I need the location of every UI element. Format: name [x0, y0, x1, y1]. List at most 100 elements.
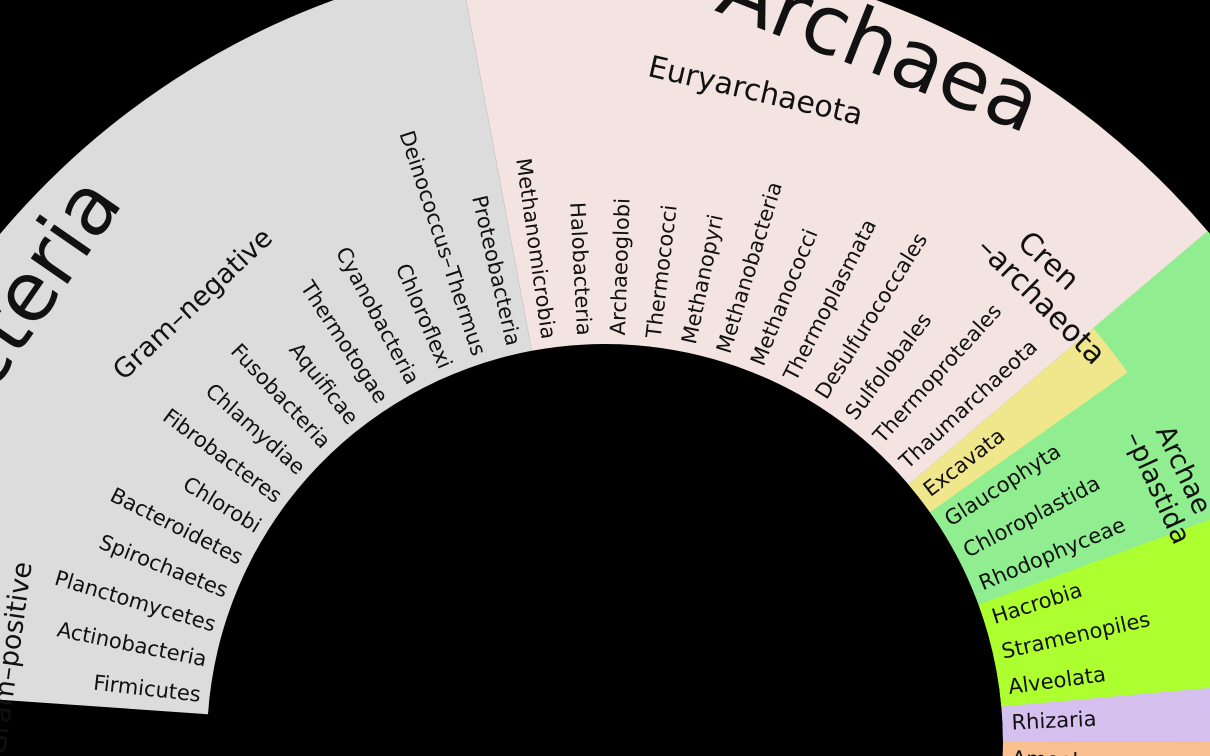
branch-radial [331, 452, 460, 588]
branch-radial [713, 655, 756, 684]
branch-radial [346, 573, 389, 604]
branch-radial [852, 618, 983, 667]
branch-radial [793, 471, 898, 568]
branch-radial [523, 492, 544, 538]
rhizaria-sector-2 [1001, 687, 1210, 742]
branch-radial [611, 347, 623, 438]
branch-radial [212, 693, 258, 706]
branch-radial [266, 531, 309, 562]
branch-radial [236, 593, 281, 617]
branch-radial [763, 663, 809, 686]
branch-radial [718, 548, 785, 620]
branch-radial [225, 626, 271, 646]
branch-radial [623, 527, 636, 574]
branch-arc [626, 569, 724, 620]
branch-radial [395, 581, 436, 615]
branch-radial [644, 396, 667, 486]
branch-radial [545, 350, 560, 396]
branch-radial [879, 589, 924, 616]
branch-arc [475, 586, 531, 631]
branch-radial [450, 424, 476, 469]
branch-radial [357, 429, 391, 470]
branch-radial [926, 586, 971, 611]
branch-radial [307, 476, 413, 572]
branch-arc [335, 557, 363, 596]
amoebozoa-sector-2 [1002, 741, 1210, 756]
branch-arc [482, 639, 531, 703]
branch-radial [511, 356, 550, 490]
branch-radial [740, 388, 789, 472]
branch-radial [442, 595, 481, 631]
branch-radial [631, 689, 671, 723]
branch-radial [505, 547, 532, 592]
branch-radial [807, 446, 873, 519]
branch-radial [446, 377, 471, 422]
branch-radial [662, 491, 682, 537]
branch-arc [764, 535, 799, 568]
branch-arc [647, 481, 710, 507]
branch-radial [909, 720, 1000, 732]
branch-radial [580, 347, 590, 393]
sar-sector-2 [978, 519, 1210, 707]
branch-radial [385, 409, 417, 452]
branch-radial [501, 665, 542, 698]
branch-radial [250, 561, 294, 589]
branch-arc [637, 665, 688, 727]
branch-arc [737, 635, 769, 684]
branch-radial [703, 410, 726, 456]
branch-radial [704, 460, 730, 505]
branch-radial [733, 374, 757, 419]
branch-radial [415, 392, 443, 436]
branch-arc [598, 523, 667, 539]
branch-arc [902, 687, 914, 729]
branch-radial [478, 365, 514, 454]
branch-radial [683, 713, 729, 730]
branch-radial [913, 555, 957, 583]
branch-radial [636, 585, 681, 671]
bacteria-sector [0, 0, 532, 715]
branch-arc [790, 635, 820, 698]
branch-radial [791, 591, 874, 641]
branch-radial [863, 704, 909, 717]
branch-radial [704, 363, 725, 409]
tip-label-archaeoglobi: Archaeoglobi [606, 198, 635, 336]
branch-radial [286, 503, 363, 563]
branch-radial [591, 436, 602, 527]
diaphoretickes-outer-green [1093, 231, 1210, 522]
branch-arc [477, 533, 542, 570]
branch-radial [297, 568, 341, 597]
branch-radial [763, 500, 798, 541]
branch-radial [904, 676, 951, 692]
branch-radial [945, 652, 992, 669]
branch-radial [859, 525, 940, 580]
branch-radial [788, 405, 818, 448]
branch-arc [555, 388, 587, 399]
branch-arc [943, 664, 956, 697]
branch-radial [644, 349, 657, 395]
branch-radial [815, 684, 861, 701]
branch-radial [487, 457, 512, 502]
tip-label-amoebozoa: Amoebozoa [1011, 746, 1135, 756]
branch-radial [272, 624, 488, 705]
branch-arc [568, 702, 637, 730]
branch-radial [674, 354, 691, 401]
branch-radial [498, 604, 532, 645]
branch-radial [813, 425, 847, 466]
tree-branches [212, 347, 1000, 756]
branch-radial [567, 393, 579, 439]
branch-radial [737, 497, 920, 641]
branch-radial [951, 686, 997, 700]
branch-radial [258, 683, 526, 733]
diaphoretickes-outer-ygreen [1205, 519, 1210, 534]
branch-radial [528, 707, 574, 732]
root-stem [596, 705, 607, 731]
branch-radial [217, 659, 263, 676]
branch-arc [711, 679, 735, 756]
branch-arc [574, 433, 616, 442]
tip-label-rhizaria: Rhizaria [1011, 707, 1097, 735]
branch-arc [521, 692, 543, 730]
archaea-sector [466, 0, 1208, 485]
branch-radial [397, 455, 482, 570]
